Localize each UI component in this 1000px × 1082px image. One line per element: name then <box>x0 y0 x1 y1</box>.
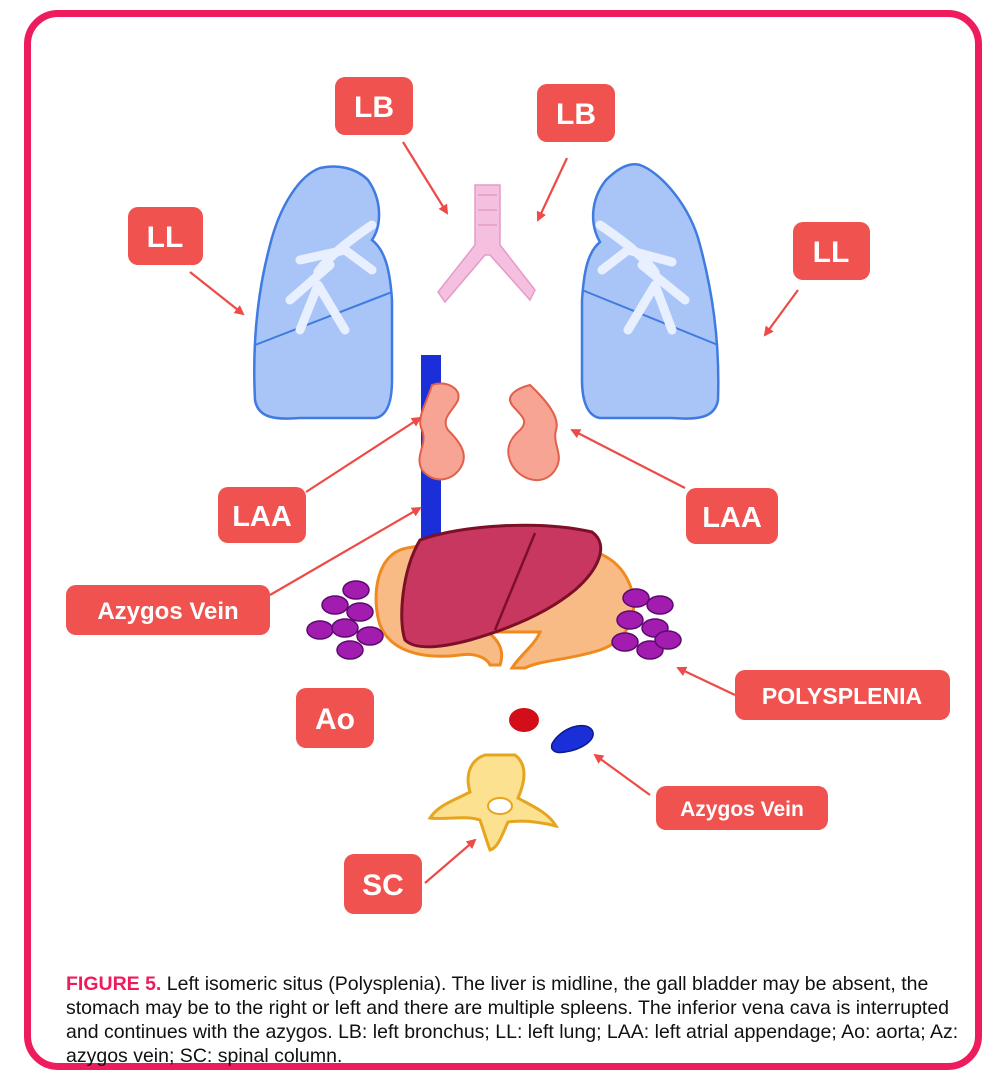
label-azygos-upper: Azygos Vein <box>66 585 270 635</box>
arrow-azygos-lower <box>595 755 650 795</box>
label-laa-right-text: LAA <box>702 502 762 534</box>
arrow-laa-right <box>572 430 685 488</box>
arrow-ll-right <box>765 290 798 335</box>
arrow-sc <box>425 840 475 883</box>
label-polysplenia: POLYSPLENIA <box>735 670 950 720</box>
label-azygos-upper-text: Azygos Vein <box>97 598 238 625</box>
left-atrial-appendage-right <box>508 385 559 480</box>
label-ll-right-text: LL <box>813 236 850 269</box>
arrow-ll-left <box>190 272 243 314</box>
label-lb-right: LB <box>537 84 615 142</box>
bronchus <box>438 185 535 302</box>
label-azygos-lower: Azygos Vein <box>656 786 828 830</box>
label-ll-left-text: LL <box>147 221 184 254</box>
label-lb-right-text: LB <box>556 98 596 131</box>
label-ll-right: LL <box>793 222 870 280</box>
label-laa-right: LAA <box>686 488 778 544</box>
label-laa-left: LAA <box>218 487 306 543</box>
left-lung <box>254 167 392 419</box>
label-lb-left: LB <box>335 77 413 135</box>
caption-text: Left isomeric situs (Polysplenia). The l… <box>66 973 958 1067</box>
label-laa-left-text: LAA <box>232 501 292 533</box>
spine <box>430 755 556 850</box>
label-ao: Ao <box>296 688 374 748</box>
label-sc: SC <box>344 854 422 914</box>
label-ao-text: Ao <box>315 703 355 736</box>
azygos-cross-section <box>552 726 594 753</box>
right-lung <box>582 164 718 418</box>
label-ll-left: LL <box>128 207 203 265</box>
figure-caption: FIGURE 5. Left isomeric situs (Polysplen… <box>66 972 966 1068</box>
label-lb-left-text: LB <box>354 91 394 124</box>
label-polysplenia-text: POLYSPLENIA <box>762 683 922 709</box>
arrow-laa-left <box>306 418 420 492</box>
aorta <box>509 708 539 732</box>
figure-number: FIGURE 5. <box>66 973 161 995</box>
arrow-lb-right <box>538 158 567 220</box>
label-sc-text: SC <box>362 869 404 902</box>
label-azygos-lower-text: Azygos Vein <box>680 798 804 821</box>
arrow-polysplenia <box>678 668 735 695</box>
arrow-lb-left <box>403 142 447 213</box>
